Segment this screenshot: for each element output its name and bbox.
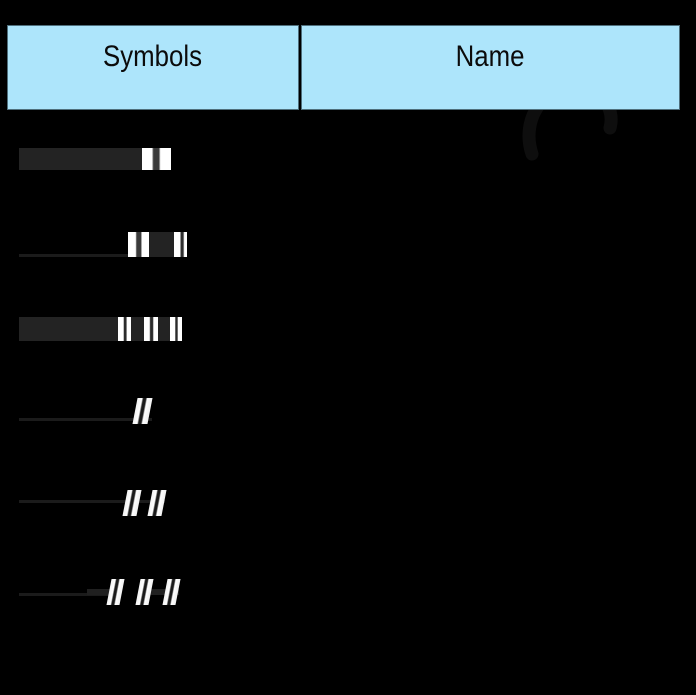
column-header-symbols-label: Symbols [103,40,203,73]
chromosome-band [174,232,187,257]
column-header-symbols: Symbols [7,25,299,110]
table-row [0,232,696,262]
chromosome-band [122,490,142,516]
chromosome-arm [19,254,129,257]
chromosome-arm [19,148,144,170]
chromosome-band [142,148,171,170]
chromosome-symbol-3 [19,317,239,341]
chromosome-band [135,579,154,605]
header-column-divider [299,25,301,110]
chromosome-symbol-4 [19,398,219,428]
chromosome-arm [87,589,115,595]
column-header-name: Name [301,25,680,110]
table-row [0,398,696,428]
chromosome-symbol-1 [19,148,219,170]
table-row [0,317,696,341]
table-header-row: Symbols Name [7,25,680,110]
chromosome-symbol-6 [19,575,239,607]
chromosome-symbol-2 [19,232,219,262]
chromosome-arm [149,232,175,257]
chromosome-arm [139,589,179,595]
chromosome-band [170,317,182,341]
chromosome-arm [19,593,109,596]
table-row [0,575,696,607]
chromosome-band [128,232,150,257]
table-row [0,486,696,518]
chromosome-band [147,490,167,516]
chromosome-band [106,579,125,605]
chromosome-symbol-5 [19,486,229,518]
table-row [0,148,696,170]
column-header-name-label: Name [456,40,525,73]
chromosome-arm [19,500,165,503]
chromosome-band [118,317,131,341]
chromosome-band [144,317,158,341]
chromosome-arm [19,418,152,421]
chromosome-band [162,579,181,605]
